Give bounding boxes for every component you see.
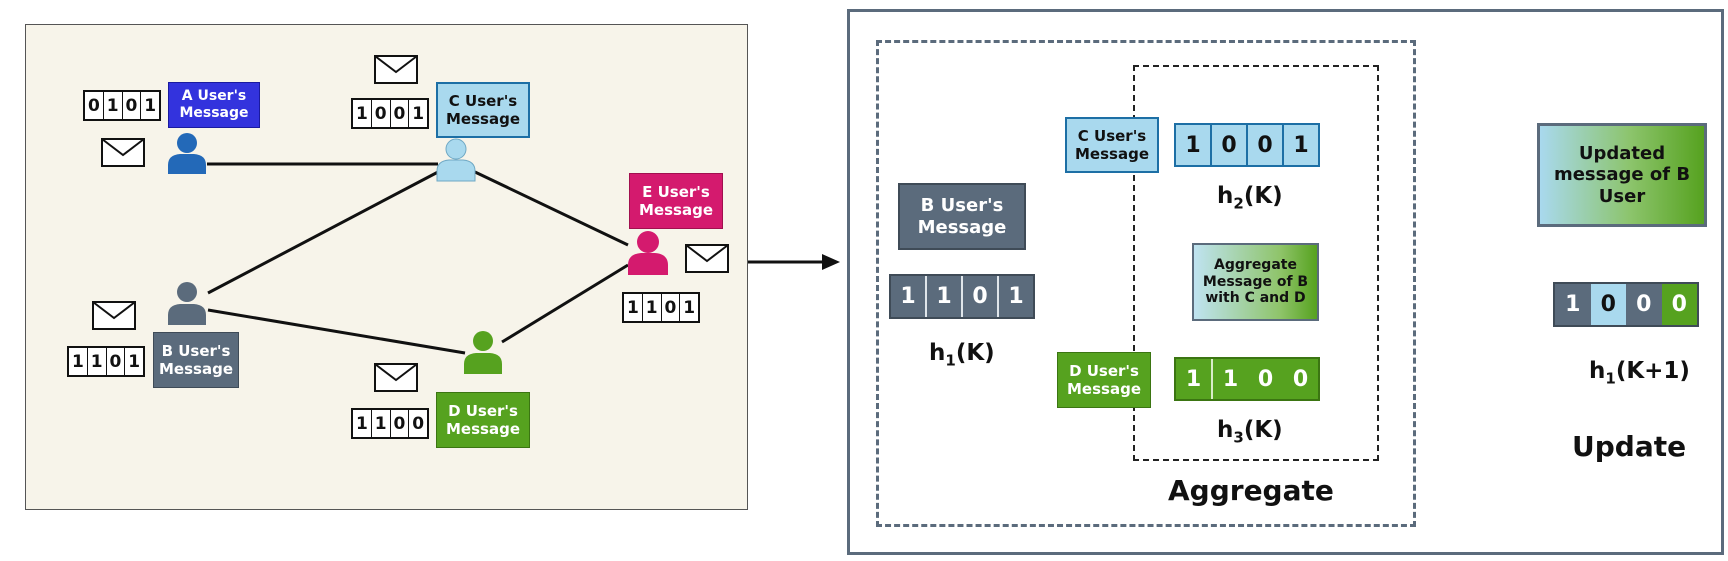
bit-cell: 1 bbox=[355, 413, 368, 434]
user-e-bits: 1 1 0 1 bbox=[622, 292, 700, 323]
h-symbol: h bbox=[1589, 358, 1606, 384]
bit-cell: 0 bbox=[105, 348, 125, 375]
user-d-message-label: D User's Message bbox=[436, 392, 530, 448]
user-c-message-label: C User's Message bbox=[436, 82, 530, 138]
h-subscript: 1 bbox=[1605, 369, 1616, 388]
h-argument: (K) bbox=[1243, 183, 1283, 209]
user-b-message-label: B User's Message bbox=[153, 332, 239, 388]
bit-cell: 1 bbox=[71, 351, 84, 372]
bit-cell: 1 bbox=[1282, 125, 1318, 165]
user-a-message-label: A User's Message bbox=[168, 82, 260, 128]
bit-cell: 1 bbox=[86, 348, 106, 375]
neighbor-region bbox=[1133, 65, 1379, 461]
agg-c-bits: 1 0 0 1 bbox=[1174, 123, 1320, 167]
bit-cell: 1 bbox=[370, 410, 390, 437]
bit-cell: 1 bbox=[102, 92, 122, 119]
bit-cell: 1 bbox=[997, 276, 1033, 317]
h-argument: (K) bbox=[1243, 417, 1283, 443]
envelope-icon bbox=[685, 244, 729, 273]
bit-cell: 0 bbox=[389, 410, 409, 437]
h-symbol: h bbox=[1217, 417, 1234, 443]
bit-cell: 1 bbox=[140, 92, 159, 119]
updated-bits: 1 0 0 0 bbox=[1553, 282, 1699, 327]
bit-cell: 0 bbox=[1661, 284, 1697, 325]
bit-cell: 0 bbox=[1626, 284, 1662, 325]
user-e-icon bbox=[628, 231, 668, 275]
h1-k-label: h1(K) bbox=[929, 340, 995, 370]
bit-cell: 0 bbox=[961, 276, 997, 317]
bit-cell: 1 bbox=[408, 100, 427, 127]
h-subscript: 2 bbox=[1233, 194, 1244, 213]
bit-cell: 1 bbox=[641, 294, 661, 321]
bit-cell: 0 bbox=[660, 294, 680, 321]
aggregate-message-label: Aggregate Message of B with C and D bbox=[1192, 243, 1319, 321]
envelope-icon bbox=[374, 363, 418, 392]
envelope-icon bbox=[374, 55, 418, 84]
agg-d-bits: 1 1 0 0 bbox=[1174, 357, 1320, 401]
bit-cell: 0 bbox=[408, 410, 427, 437]
bit-cell: 1 bbox=[1185, 366, 1202, 392]
bit-cell: 0 bbox=[1210, 125, 1246, 165]
user-e-message-label: E User's Message bbox=[629, 173, 723, 229]
edge-d-e bbox=[501, 263, 629, 344]
user-c-icon bbox=[436, 138, 476, 182]
edge-c-b bbox=[207, 170, 439, 295]
h-symbol: h bbox=[1217, 183, 1234, 209]
user-b-icon bbox=[168, 282, 206, 325]
bit-cell: 0 bbox=[389, 100, 409, 127]
arrow-to-aggregate-head bbox=[822, 254, 840, 270]
bit-cell: 1 bbox=[355, 103, 368, 124]
h2-k-label: h2(K) bbox=[1217, 183, 1283, 213]
h-subscript: 1 bbox=[945, 351, 956, 370]
bit-cell: 1 bbox=[1185, 132, 1201, 158]
aggregate-title: Aggregate bbox=[1168, 474, 1334, 507]
bit-cell: 0 bbox=[87, 95, 100, 116]
bit-cell: 0 bbox=[121, 92, 141, 119]
aggregate-region bbox=[876, 40, 1416, 527]
envelope-icon bbox=[101, 138, 145, 167]
bit-cell: 1 bbox=[679, 294, 698, 321]
update-title: Update bbox=[1572, 430, 1687, 463]
bit-cell: 1 bbox=[1211, 359, 1248, 399]
h-symbol: h bbox=[929, 340, 946, 366]
agg-d-message-label: D User's Message bbox=[1057, 352, 1151, 408]
updated-message-label: Updated message of B User bbox=[1537, 123, 1707, 227]
user-d-icon bbox=[464, 331, 502, 374]
user-d-bits: 1 1 0 0 bbox=[351, 408, 429, 439]
h-argument: (K) bbox=[955, 340, 995, 366]
agg-c-message-label: C User's Message bbox=[1065, 117, 1159, 173]
bit-cell: 0 bbox=[370, 100, 390, 127]
edge-b-d bbox=[207, 308, 466, 355]
bit-cell: 1 bbox=[925, 276, 961, 317]
h1-k-plus-1-label: h1(K+1) bbox=[1589, 358, 1690, 388]
agg-b-bits: 1 1 0 1 bbox=[889, 274, 1035, 319]
agg-b-message-label: B User's Message bbox=[898, 183, 1026, 250]
bit-cell: 0 bbox=[1246, 125, 1282, 165]
bit-cell: 0 bbox=[1590, 284, 1626, 325]
envelope-icon bbox=[92, 301, 136, 330]
h-subscript: 3 bbox=[1233, 428, 1244, 447]
bit-cell: 1 bbox=[124, 348, 143, 375]
user-b-bits: 1 1 0 1 bbox=[67, 346, 145, 377]
edge-c-e bbox=[474, 170, 629, 247]
user-a-icon bbox=[168, 133, 206, 174]
bit-cell: 0 bbox=[1292, 366, 1309, 392]
bit-cell: 1 bbox=[900, 284, 916, 309]
bit-cell: 1 bbox=[626, 297, 639, 318]
h3-k-label: h3(K) bbox=[1217, 417, 1283, 447]
user-a-bits: 0 1 0 1 bbox=[83, 90, 161, 121]
h-argument: (K+1) bbox=[1615, 358, 1690, 384]
bit-cell: 1 bbox=[1555, 284, 1591, 325]
user-c-bits: 1 0 0 1 bbox=[351, 98, 429, 129]
bit-cell: 0 bbox=[1257, 366, 1274, 392]
